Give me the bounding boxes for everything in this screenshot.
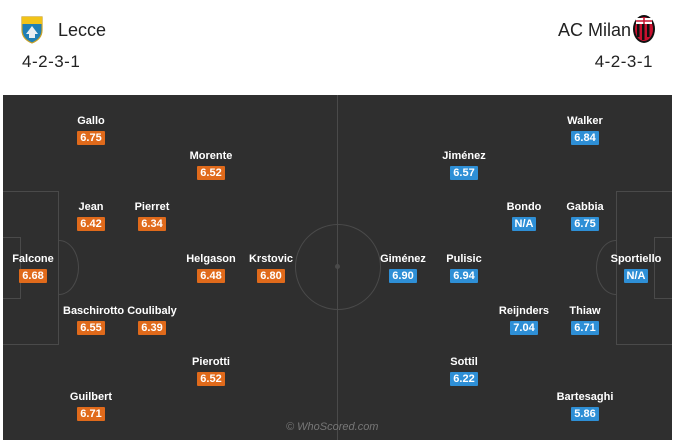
player-rating: 7.04: [510, 321, 538, 335]
lecce-crest-icon: [20, 14, 44, 49]
player-gimenez[interactable]: Giménez 6.90: [380, 253, 426, 283]
player-rating: N/A: [623, 269, 649, 283]
player-rating: 6.22: [450, 372, 478, 386]
player-gallo[interactable]: Gallo 6.75: [77, 115, 105, 145]
player-morente[interactable]: Morente 6.52: [189, 150, 233, 180]
player-rating: 6.52: [197, 372, 225, 386]
player-baschirotto[interactable]: Baschirotto 6.55: [63, 305, 125, 335]
player-rating: 6.90: [389, 269, 417, 283]
player-pierret[interactable]: Pierret 6.34: [134, 201, 170, 231]
player-rating: 6.71: [77, 407, 105, 421]
player-rating: 6.57: [450, 166, 478, 180]
away-formation: 4-2-3-1: [594, 52, 653, 71]
center-spot: [335, 264, 340, 269]
player-pulisic[interactable]: Pulisic 6.94: [446, 253, 482, 283]
home-formation: 4-2-3-1: [22, 52, 81, 71]
player-rating: 6.55: [77, 321, 105, 335]
player-bartesaghi[interactable]: Bartesaghi 5.86: [556, 391, 614, 421]
player-helgason[interactable]: Helgason 6.48: [186, 253, 236, 283]
right-penalty-area: [616, 191, 672, 345]
player-rating: 6.39: [138, 321, 166, 335]
player-sportiello[interactable]: Sportiello N/A: [610, 253, 662, 283]
right-goal-area: [654, 237, 672, 299]
player-rating: 6.75: [571, 217, 599, 231]
player-rating: 6.71: [571, 321, 599, 335]
player-rating: N/A: [511, 217, 537, 231]
center-circle: [295, 224, 381, 310]
player-guilbert[interactable]: Guilbert 6.71: [69, 391, 113, 421]
player-falcone[interactable]: Falcone 6.68: [12, 253, 54, 283]
left-penalty-area: [3, 191, 59, 345]
player-krstovic[interactable]: Krstovic 6.80: [248, 253, 294, 283]
home-team-name[interactable]: Lecce: [58, 20, 107, 40]
player-pierotti[interactable]: Pierotti 6.52: [192, 356, 230, 386]
player-bondo[interactable]: Bondo N/A: [506, 201, 542, 231]
match-header: Lecce 4-2-3-1 AC Milan 4-2-3-1: [0, 0, 673, 93]
player-sottil[interactable]: Sottil 6.22: [450, 356, 478, 386]
player-walker[interactable]: Walker 6.84: [567, 115, 603, 145]
player-reijnders[interactable]: Reijnders 7.04: [498, 305, 550, 335]
player-rating: 6.52: [197, 166, 225, 180]
player-rating: 6.75: [77, 131, 105, 145]
player-coulibaly[interactable]: Coulibaly 6.39: [127, 305, 177, 335]
left-goal-area: [3, 237, 21, 299]
player-jean[interactable]: Jean 6.42: [77, 201, 105, 231]
away-team-name[interactable]: AC Milan: [557, 20, 631, 40]
player-thiaw[interactable]: Thiaw 6.71: [569, 305, 601, 335]
player-rating: 6.42: [77, 217, 105, 231]
player-rating: 6.84: [571, 131, 599, 145]
player-jimenez[interactable]: Jiménez 6.57: [442, 150, 486, 180]
whoscored-watermark: © WhoScored.com: [286, 421, 379, 433]
player-rating: 6.48: [197, 269, 225, 283]
player-rating: 6.34: [138, 217, 166, 231]
player-rating: 5.86: [571, 407, 599, 421]
player-rating: 6.80: [257, 269, 285, 283]
ac-milan-crest-icon: [632, 14, 656, 49]
player-gabbia[interactable]: Gabbia 6.75: [566, 201, 604, 231]
player-rating: 6.68: [19, 269, 47, 283]
pitch: Falcone 6.68 Gallo 6.75 Jean 6.42 Baschi…: [3, 95, 672, 440]
player-rating: 6.94: [450, 269, 478, 283]
